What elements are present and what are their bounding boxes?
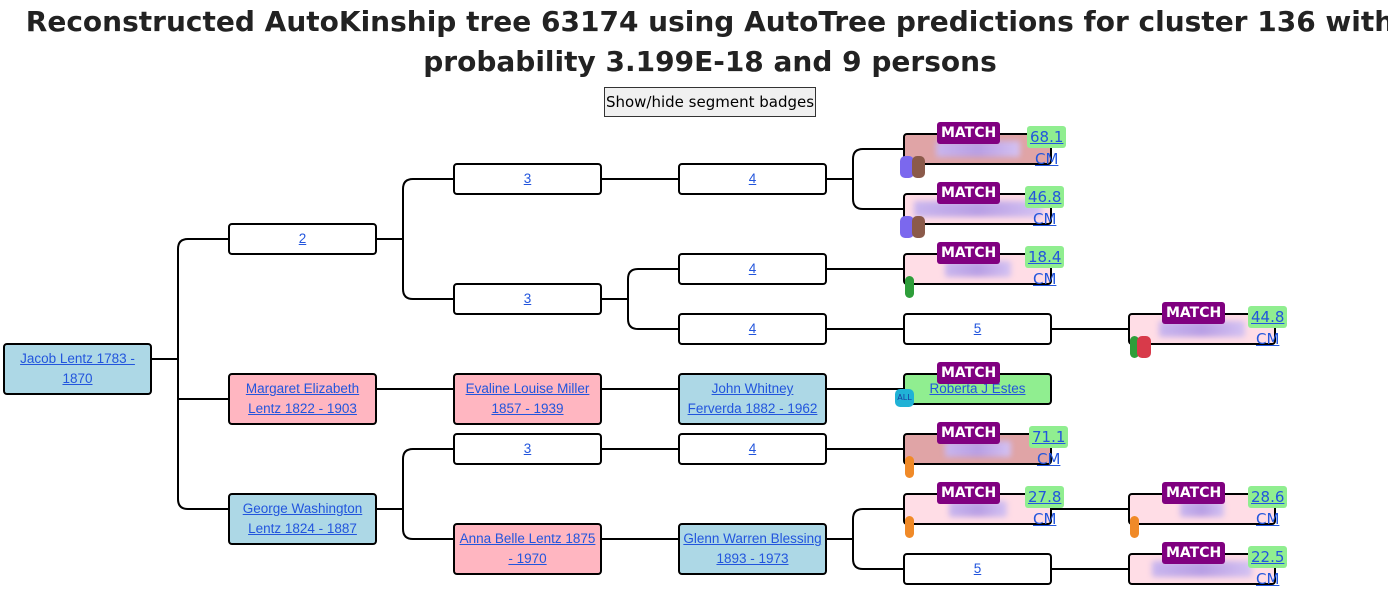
tree-node-match[interactable]: MATCH 71.1 CM	[903, 422, 1069, 478]
segment-badge[interactable]	[900, 156, 914, 178]
shared-cm-link[interactable]: 22.5 CM	[1251, 548, 1285, 588]
segment-badge[interactable]	[1130, 516, 1139, 538]
segment-badge[interactable]	[905, 516, 914, 538]
tree-node-unknown-gen4[interactable]: 5	[903, 553, 1052, 585]
person-link[interactable]: Roberta J Estes	[929, 381, 1026, 396]
tree-node-anna-belle-lentz[interactable]: Anna Belle Lentz 1875 - 1970	[453, 523, 602, 575]
match-badge: MATCH	[1162, 302, 1226, 324]
shared-cm-badge[interactable]: 71.1 CM	[1029, 426, 1069, 468]
shared-cm-badge[interactable]: 27.8 CM	[1025, 486, 1065, 528]
person-link[interactable]: Glenn Warren Blessing 1893 - 1973	[683, 531, 822, 566]
person-link[interactable]: 2	[298, 231, 307, 246]
tree-node-match[interactable]: MATCH 18.4 CM	[903, 242, 1065, 298]
tree-node-glenn-warren-blessing[interactable]: Glenn Warren Blessing 1893 - 1973	[678, 523, 827, 575]
tree-node-unknown-gen2[interactable]: 3	[453, 433, 602, 465]
person-link[interactable]: Anna Belle Lentz 1875 - 1970	[459, 531, 596, 566]
match-badge: MATCH	[937, 422, 1001, 444]
match-badge: MATCH	[937, 362, 1001, 384]
shared-cm-link[interactable]: 44.8 CM	[1251, 308, 1285, 348]
shared-cm-badge[interactable]: 18.4 CM	[1025, 246, 1065, 288]
shared-cm-link[interactable]: 71.1 CM	[1032, 428, 1066, 468]
segment-badge[interactable]	[1130, 336, 1139, 358]
person-link[interactable]: 5	[973, 321, 982, 336]
person-link[interactable]: Margaret Elizabeth Lentz 1822 - 1903	[245, 381, 360, 416]
redacted-name	[944, 261, 1011, 277]
tree-node-unknown-gen2[interactable]: 3	[453, 163, 602, 195]
tree-node-unknown-gen4[interactable]: 5	[903, 313, 1052, 345]
redacted-name	[913, 201, 1042, 217]
segment-badge[interactable]	[912, 216, 925, 238]
person-link[interactable]: 4	[748, 261, 757, 276]
person-link[interactable]: John Whitney Ferverda 1882 - 1962	[687, 381, 818, 416]
person-link[interactable]: 4	[748, 171, 757, 186]
person-link[interactable]: Jacob Lentz 1783 - 1870	[20, 351, 135, 386]
shared-cm-link[interactable]: 46.8 CM	[1028, 188, 1062, 228]
redacted-name	[1152, 561, 1252, 577]
toggle-segment-badges-button[interactable]: Show/hide segment badges	[604, 87, 816, 117]
tree-node-evaline-louise-miller[interactable]: Evaline Louise Miller 1857 - 1939	[453, 373, 602, 425]
shared-cm-link[interactable]: 28.6 CM	[1251, 488, 1285, 528]
tree-node-unknown-gen3[interactable]: 4	[678, 163, 827, 195]
person-link[interactable]: 3	[523, 291, 532, 306]
shared-cm-badge[interactable]: 22.5 CM	[1248, 546, 1288, 588]
shared-cm-badge[interactable]: 44.8 CM	[1248, 306, 1288, 348]
match-badge: MATCH	[937, 482, 1001, 504]
segment-badge[interactable]	[905, 456, 914, 478]
match-badge: MATCH	[937, 122, 1001, 144]
redacted-name	[1159, 321, 1245, 337]
shared-cm-link[interactable]: 18.4 CM	[1028, 248, 1062, 288]
person-link[interactable]: 4	[748, 441, 757, 456]
redacted-name	[948, 501, 1007, 517]
tree-node-match[interactable]: MATCH 22.5 CM	[1128, 542, 1288, 588]
tree-node-john-whitney-ferverda[interactable]: John Whitney Ferverda 1882 - 1962	[678, 373, 827, 425]
shared-cm-badge[interactable]: 28.6 CM	[1248, 486, 1288, 528]
match-badge: MATCH	[937, 242, 1001, 264]
segment-badge[interactable]	[1137, 336, 1151, 358]
tree-node-match[interactable]: MATCH 46.8 CM	[900, 182, 1065, 238]
match-badge: MATCH	[1162, 542, 1226, 564]
shared-cm-link[interactable]: 27.8 CM	[1028, 488, 1062, 528]
page-title: Reconstructed AutoKinship tree 63174 usi…	[25, 5, 1388, 78]
segment-badge[interactable]	[900, 216, 914, 238]
tree-node-george-washington-lentz[interactable]: George Washington Lentz 1824 - 1887	[228, 493, 377, 545]
person-link[interactable]: Evaline Louise Miller 1857 - 1939	[465, 381, 590, 416]
redacted-name	[1180, 501, 1224, 517]
tree-node-match[interactable]: MATCH 44.8 CM	[1128, 302, 1288, 358]
tree-node-unknown-gen3[interactable]: 4	[678, 433, 827, 465]
tree-node-match[interactable]: MATCH 68.1 CM	[900, 122, 1067, 178]
tree-node-jacob-lentz[interactable]: Jacob Lentz 1783 - 1870	[3, 343, 152, 395]
shared-cm-badge[interactable]: 46.8 CM	[1025, 186, 1065, 228]
shared-cm-badge[interactable]: 68.1 CM	[1027, 126, 1067, 168]
person-link[interactable]: George Washington Lentz 1824 - 1887	[242, 501, 363, 536]
person-link[interactable]: 4	[748, 321, 757, 336]
match-badge: MATCH	[1162, 482, 1226, 504]
tree-node-unknown-gen3[interactable]: 4	[678, 313, 827, 345]
shared-cm-link[interactable]: 68.1 CM	[1030, 128, 1064, 168]
tree-node-roberta-j-estes[interactable]: Roberta J Estes MATCH ALL	[895, 362, 1052, 407]
segment-badge[interactable]	[905, 276, 914, 298]
redacted-name	[944, 441, 1011, 457]
tree-node-match[interactable]: MATCH 28.6 CM	[1128, 482, 1288, 538]
tree-node-margaret-elizabeth-lentz[interactable]: Margaret Elizabeth Lentz 1822 - 1903	[228, 373, 377, 425]
redacted-name	[935, 141, 1020, 157]
segment-badge-all[interactable]: ALL	[895, 389, 914, 407]
person-link[interactable]: 3	[523, 441, 532, 456]
tree-node-match[interactable]: MATCH 27.8 CM	[903, 482, 1065, 538]
tree-node-unknown-gen1[interactable]: 2	[228, 223, 377, 255]
match-badge: MATCH	[937, 182, 1001, 204]
tree-node-unknown-gen3[interactable]: 4	[678, 253, 827, 285]
person-link[interactable]: 5	[973, 561, 982, 576]
segment-badge[interactable]	[912, 156, 925, 178]
person-link[interactable]: 3	[523, 171, 532, 186]
tree-node-unknown-gen2[interactable]: 3	[453, 283, 602, 315]
